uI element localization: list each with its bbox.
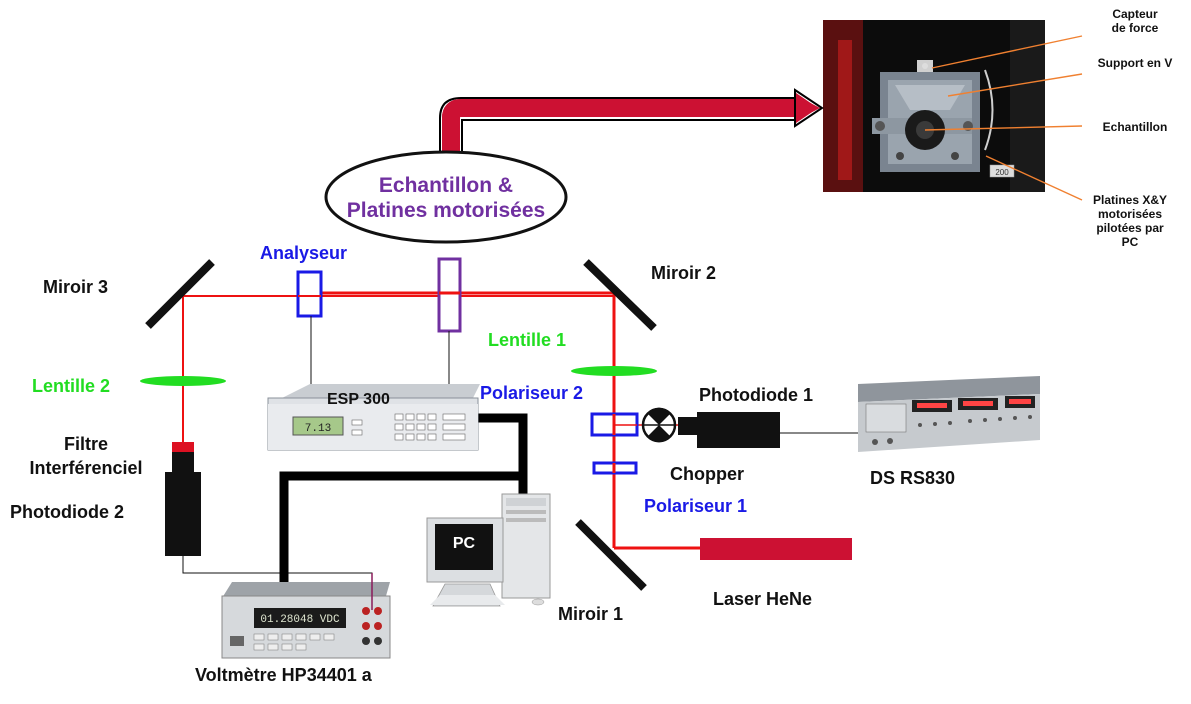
echantillon-annotation: Echantillon [1102,120,1168,134]
mirror-2 [583,259,657,331]
polariseur1-label: Polariseur 1 [644,496,748,516]
lentille2-label: Lentille 2 [32,376,111,396]
polariseur2-label: Polariseur 2 [480,383,584,403]
zoom-arrow [439,88,824,160]
sample-ellipse [324,150,568,244]
lens-1 [571,366,657,376]
chopper-label: Chopper [670,464,744,484]
esp300-label: ESP 300 [327,391,390,408]
photodiode2-label: Photodiode 2 [10,502,124,522]
photo-annotation-lines [924,35,1083,201]
filtre-line2: Interférenciel [29,458,143,478]
platines-line3: pilotées par [1096,221,1164,235]
voltmetre-label: Voltmètre HP34401 a [195,665,372,685]
photo-tag: 200 [995,168,1009,177]
lens-2 [140,376,226,386]
platines-annotation: Platines X&Y motorisées pilotées par PC [1080,193,1180,249]
rs830-device [858,376,1040,452]
laser-hene-label: Laser HeNe [713,589,813,609]
capteur-line2: de force [1111,21,1159,35]
capteur-line1: Capteur [1112,7,1158,21]
chopper-wheel [641,407,677,443]
sample-holder-photo: 200 [823,20,1045,192]
pc-computer [426,493,551,607]
pc-label: PC [452,535,476,552]
photodiode-2-device [165,442,201,556]
sample-label-line2: Platines motorisées [346,199,546,222]
analyseur-element [296,270,323,318]
esp300-device: 7.13 [267,384,480,451]
mirror-1 [575,519,647,591]
miroir1-label: Miroir 1 [558,604,624,624]
miroir2-label: Miroir 2 [651,263,717,283]
thick-cables [279,413,528,596]
miroir3-label: Miroir 3 [43,277,109,297]
photodiode1-label: Photodiode 1 [699,385,813,405]
capteur-annotation: Capteur de force [1090,7,1180,35]
filtre-label: Filtre Interférenciel [16,432,156,480]
lentille1-label: Lentille 1 [488,330,567,350]
dsrs830-label: DS RS830 [870,468,956,488]
esp-display: 7.13 [305,423,331,435]
platines-line1: Platines X&Y [1092,193,1168,207]
analyseur-label: Analyseur [260,243,348,263]
platines-line4: PC [1121,235,1139,249]
filtre-line1: Filtre [63,434,108,454]
voltmeter-device: 01.28048 VDC [221,573,391,659]
platines-line2: motorisées [1097,207,1163,221]
sample-ellipse-label: Echantillon & Platines motorisées [326,173,566,223]
photodiode-1-device [678,412,780,448]
voltmeter-display: 01.28048 VDC [260,614,340,626]
laser-hene-device [700,538,852,560]
sample-label-line1: Echantillon & [378,174,514,197]
support-annotation: Support en V [1097,56,1173,70]
mirror-3 [145,259,215,329]
sample-element [437,257,462,333]
